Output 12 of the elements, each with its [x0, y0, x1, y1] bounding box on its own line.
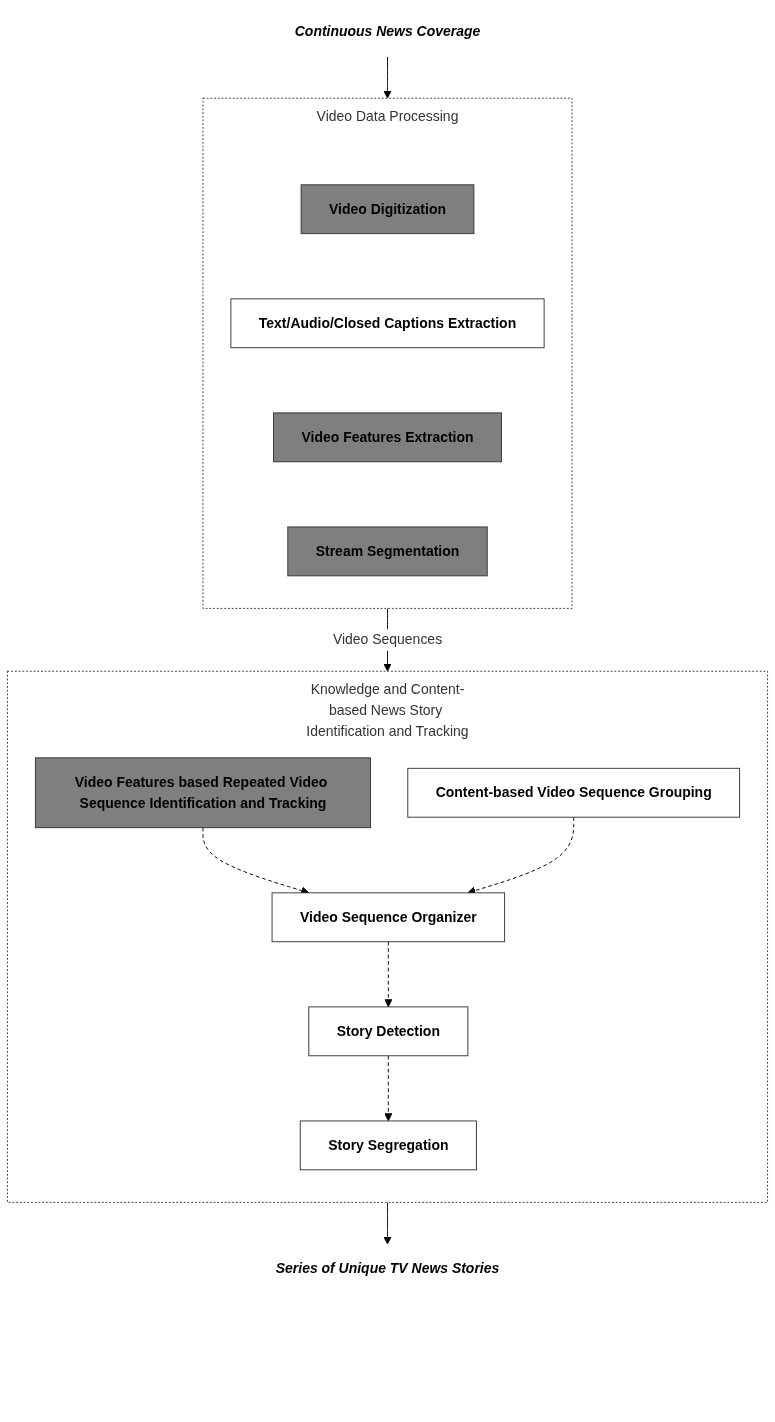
- node-text: Series of Unique TV News Stories: [275, 1260, 500, 1276]
- node-box: Story Segregation: [299, 1120, 477, 1171]
- node-box: Story Detection: [308, 1006, 469, 1057]
- node-box: Video Sequence Organizer: [271, 892, 506, 943]
- node-box: Content-based Video Sequence Grouping: [407, 767, 741, 818]
- node-text: Continuous News Coverage: [294, 23, 481, 40]
- node-box: Video Features Extraction: [273, 412, 502, 463]
- node-box: Video Features based Repeated Video Sequence Identification and Tracking: [34, 757, 371, 829]
- node-box: Video Digitization: [300, 184, 475, 235]
- node-box: Text/Audio/Closed Captions Extraction: [230, 298, 545, 349]
- edge-label: Video Sequences: [332, 631, 443, 648]
- node-box: Stream Segmentation: [287, 526, 488, 577]
